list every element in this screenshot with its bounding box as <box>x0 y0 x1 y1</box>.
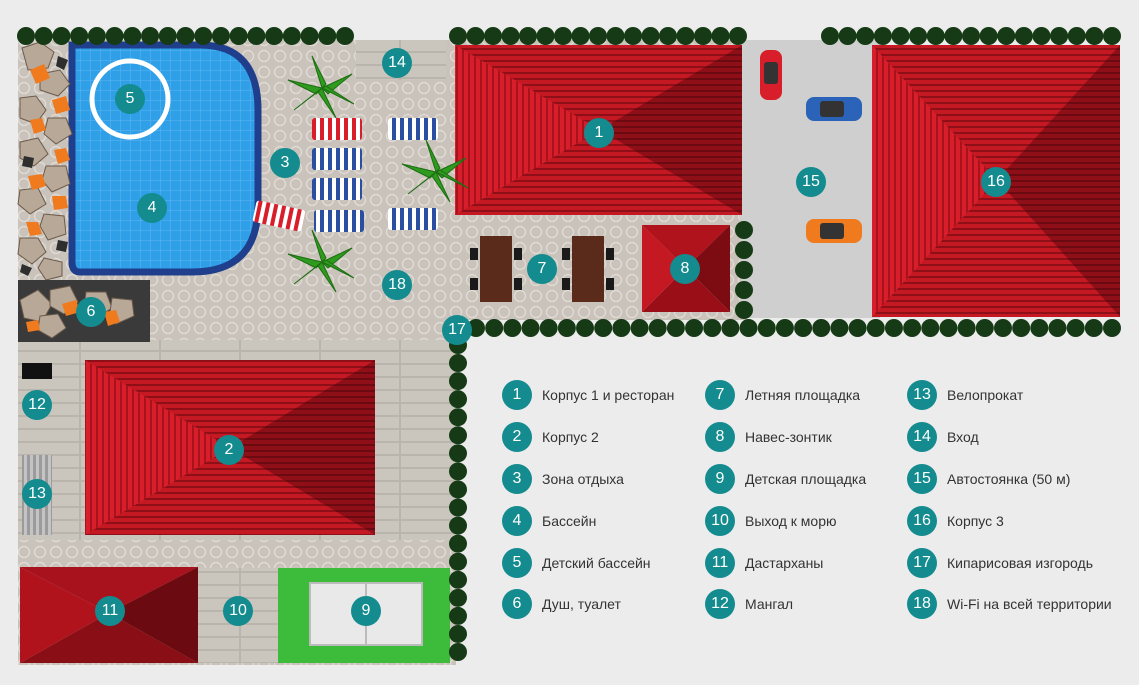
map-marker-2[interactable]: 2 <box>214 435 244 465</box>
legend-label: Детский бассейн <box>542 555 651 571</box>
legend-item: 10 Выход к морю <box>705 506 837 536</box>
legend-label: Детская площадка <box>745 471 867 487</box>
legend-number: 14 <box>907 422 937 452</box>
legend-item: 8 Навес-зонтик <box>705 422 832 452</box>
map-marker-6[interactable]: 6 <box>76 297 106 327</box>
map-marker-4[interactable]: 4 <box>137 193 167 223</box>
map-marker-14[interactable]: 14 <box>382 48 412 78</box>
legend-label: Велопрокат <box>947 387 1024 403</box>
map-marker-15[interactable]: 15 <box>796 167 826 197</box>
legend-label: Мангал <box>745 596 794 612</box>
legend-number: 8 <box>705 422 735 452</box>
legend-number: 7 <box>705 380 735 410</box>
legend-item: 12 Мангал <box>705 589 793 619</box>
map-marker-16[interactable]: 16 <box>981 167 1011 197</box>
legend-item: 2 Корпус 2 <box>502 422 599 452</box>
legend-label: Летняя площадка <box>745 387 861 403</box>
legend-item: 15 Автостоянка (50 м) <box>907 464 1070 494</box>
legend-number: 16 <box>907 506 937 536</box>
legend-number: 17 <box>907 548 937 578</box>
legend-item: 14 Вход <box>907 422 979 452</box>
map-marker-3[interactable]: 3 <box>270 148 300 178</box>
legend-item: 4 Бассейн <box>502 506 596 536</box>
legend-label: Выход к морю <box>745 513 837 529</box>
legend-item: 1 Корпус 1 и ресторан <box>502 380 674 410</box>
legend-label: Навес-зонтик <box>745 429 832 445</box>
legend-label: Душ, туалет <box>542 596 621 612</box>
legend-number: 10 <box>705 506 735 536</box>
map-marker-9[interactable]: 9 <box>351 596 381 626</box>
legend-number: 2 <box>502 422 532 452</box>
legend-label: Кипарисовая изгородь <box>947 555 1093 571</box>
legend-label: Корпус 1 и ресторан <box>542 387 675 403</box>
cypress-hedge <box>17 27 1121 661</box>
legend-label: Вход <box>947 429 979 445</box>
legend-item: 11 Дастарханы <box>705 548 823 578</box>
legend-number: 11 <box>705 548 735 578</box>
legend-label: Wi-Fi на всей территории <box>947 596 1112 612</box>
map-marker-17[interactable]: 17 <box>442 315 472 345</box>
legend-number: 1 <box>502 380 532 410</box>
legend-item: 6 Душ, туалет <box>502 589 621 619</box>
legend-number: 3 <box>502 464 532 494</box>
map-marker-7[interactable]: 7 <box>527 254 557 284</box>
map-marker-8[interactable]: 8 <box>670 254 700 284</box>
legend-item: 3 Зона отдыха <box>502 464 624 494</box>
legend-number: 18 <box>907 589 937 619</box>
legend-label: Корпус 2 <box>542 429 599 445</box>
map-marker-10[interactable]: 10 <box>223 596 253 626</box>
legend-label: Корпус 3 <box>947 513 1004 529</box>
map-marker-18[interactable]: 18 <box>382 270 412 300</box>
legend-number: 9 <box>705 464 735 494</box>
legend-item: 18 Wi-Fi на всей территории <box>907 589 1112 619</box>
legend-label: Дастарханы <box>745 555 824 571</box>
legend-item: 7 Летняя площадка <box>705 380 860 410</box>
legend-label: Бассейн <box>542 513 597 529</box>
legend-item: 5 Детский бассейн <box>502 548 651 578</box>
legend-number: 13 <box>907 380 937 410</box>
legend-item: 16 Корпус 3 <box>907 506 1004 536</box>
legend-label: Автостоянка (50 м) <box>947 471 1071 487</box>
legend-item: 17 Кипарисовая изгородь <box>907 548 1093 578</box>
legend-item: 13 Велопрокат <box>907 380 1023 410</box>
map-marker-1[interactable]: 1 <box>584 118 614 148</box>
legend-number: 5 <box>502 548 532 578</box>
legend-number: 6 <box>502 589 532 619</box>
legend-number: 15 <box>907 464 937 494</box>
map-marker-5[interactable]: 5 <box>115 84 145 114</box>
map-marker-11[interactable]: 11 <box>95 596 125 626</box>
map-marker-12[interactable]: 12 <box>22 390 52 420</box>
legend-number: 4 <box>502 506 532 536</box>
legend-item: 9 Детская площадка <box>705 464 866 494</box>
map-marker-13[interactable]: 13 <box>22 479 52 509</box>
legend-number: 12 <box>705 589 735 619</box>
legend-label: Зона отдыха <box>542 471 624 487</box>
